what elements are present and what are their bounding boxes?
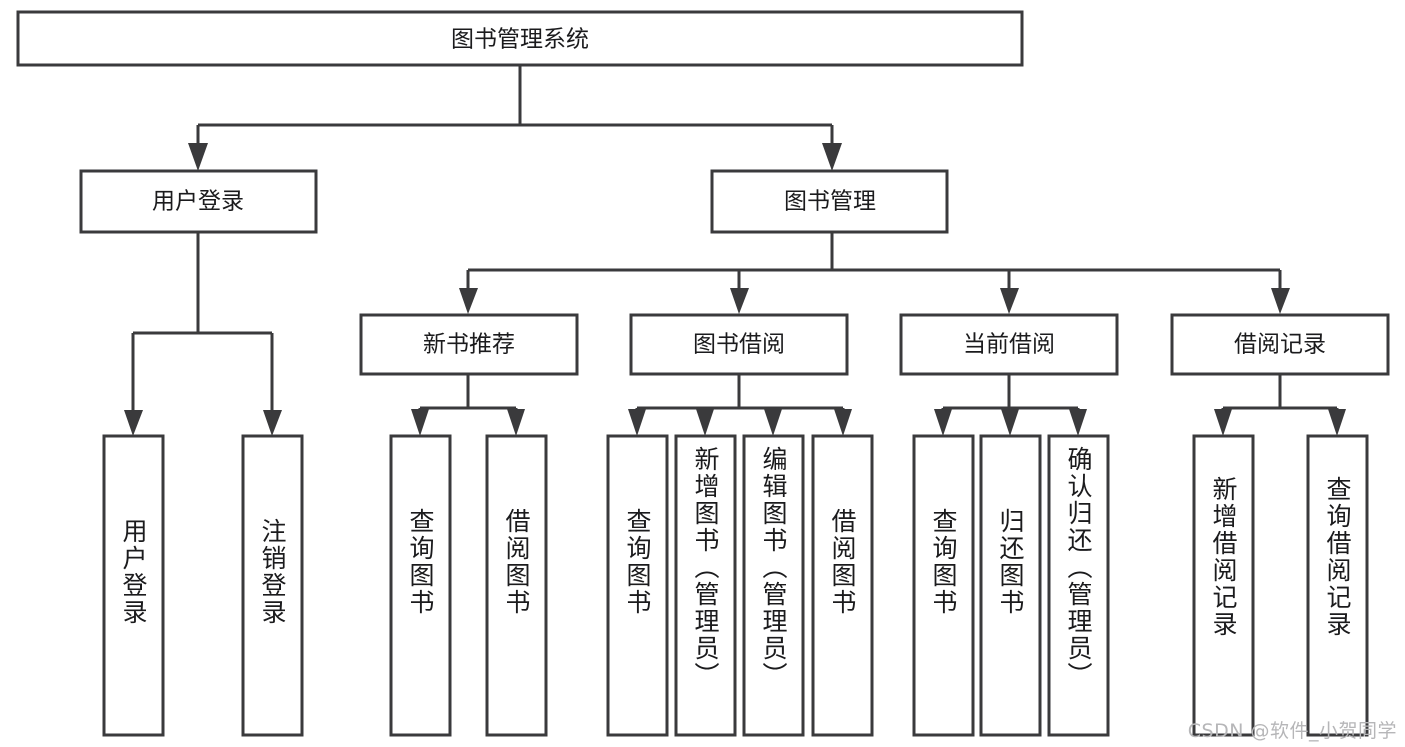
node-current[interactable]: 当前借阅 (899, 313, 1119, 376)
arrow-head-query-book-1 (411, 409, 429, 436)
node-borrow-label: 图书借阅 (693, 332, 785, 358)
node-records-label: 借阅记录 (1234, 332, 1326, 358)
node-root-box[interactable] (16, 10, 1024, 67)
node-login[interactable]: 用户登录 (79, 169, 318, 234)
arrow-head-query-book-3 (934, 409, 952, 436)
leaf-query-book-1-box[interactable] (389, 434, 452, 737)
arrow-head-user-logout (263, 410, 282, 436)
arrow-head-login (188, 143, 208, 171)
node-borrow-box[interactable] (629, 313, 849, 376)
leaf-query-book-3-box[interactable] (912, 434, 975, 737)
node-records[interactable]: 借阅记录 (1170, 313, 1390, 376)
node-login-label: 用户登录 (152, 189, 244, 215)
arrow-head-borrow (730, 288, 749, 314)
node-borrow[interactable]: 图书借阅 (629, 313, 849, 376)
node-newbook-box[interactable] (359, 313, 579, 376)
arrow-head-borrow-book-2 (834, 409, 852, 436)
arrow-head-borrow-book-1 (507, 409, 525, 436)
node-login-box[interactable] (79, 169, 318, 234)
node-bookmgmt[interactable]: 图书管理 (710, 169, 949, 234)
arrow-head-user-login (124, 410, 143, 436)
leaf-user-login-box[interactable] (102, 434, 165, 737)
arrow-head-edit-book (764, 409, 782, 436)
node-newbook[interactable]: 新书推荐 (359, 313, 579, 376)
leaf-borrow-book-1-box[interactable] (485, 434, 548, 737)
connectors-login-to-leaves (124, 232, 282, 436)
connectors-newbook-to-leaves (411, 374, 525, 436)
arrow-head-return-book (1001, 409, 1019, 436)
node-current-label: 当前借阅 (963, 332, 1055, 358)
arrow-head-newbook (459, 288, 478, 314)
arrow-head-query-record (1328, 409, 1346, 436)
leaf-borrow-book-2-box[interactable] (811, 434, 874, 737)
node-newbook-label: 新书推荐 (423, 332, 515, 358)
connectors-current-to-leaves (934, 374, 1087, 436)
arrow-head-bookmgmt (822, 143, 842, 171)
arrow-head-current (1000, 288, 1019, 314)
leaf-edit-book-box[interactable] (742, 434, 805, 737)
leaf-add-record-box[interactable] (1192, 434, 1255, 737)
leaf-boxes (102, 434, 1369, 737)
node-bookmgmt-box[interactable] (710, 169, 949, 234)
node-current-box[interactable] (899, 313, 1119, 376)
leaf-user-logout-box[interactable] (241, 434, 304, 737)
arrow-head-query-book-2 (628, 409, 646, 436)
node-bookmgmt-label: 图书管理 (784, 189, 876, 215)
leaf-confirm-return-box[interactable] (1047, 434, 1110, 737)
arrow-head-records (1271, 288, 1290, 314)
arrow-head-add-book (696, 409, 714, 436)
node-records-box[interactable] (1170, 313, 1390, 376)
arrow-head-confirm-return (1069, 409, 1087, 436)
leaf-return-book-box[interactable] (979, 434, 1042, 737)
connectors-records-to-leaves (1214, 374, 1346, 436)
connectors-bookmgmt-to-level3 (459, 232, 1290, 314)
arrow-head-add-record (1214, 409, 1232, 436)
node-root-label: 图书管理系统 (451, 27, 589, 53)
leaf-add-book-box[interactable] (674, 434, 737, 737)
leaf-query-book-2-box[interactable] (606, 434, 669, 737)
csdn-watermark: CSDN @软件_小贺同学 (1187, 720, 1397, 742)
node-root[interactable]: 图书管理系统 (16, 10, 1024, 67)
leaf-query-record-box[interactable] (1306, 434, 1369, 737)
connectors-borrow-to-leaves (628, 374, 852, 436)
connectors-root-to-level2 (188, 65, 842, 171)
